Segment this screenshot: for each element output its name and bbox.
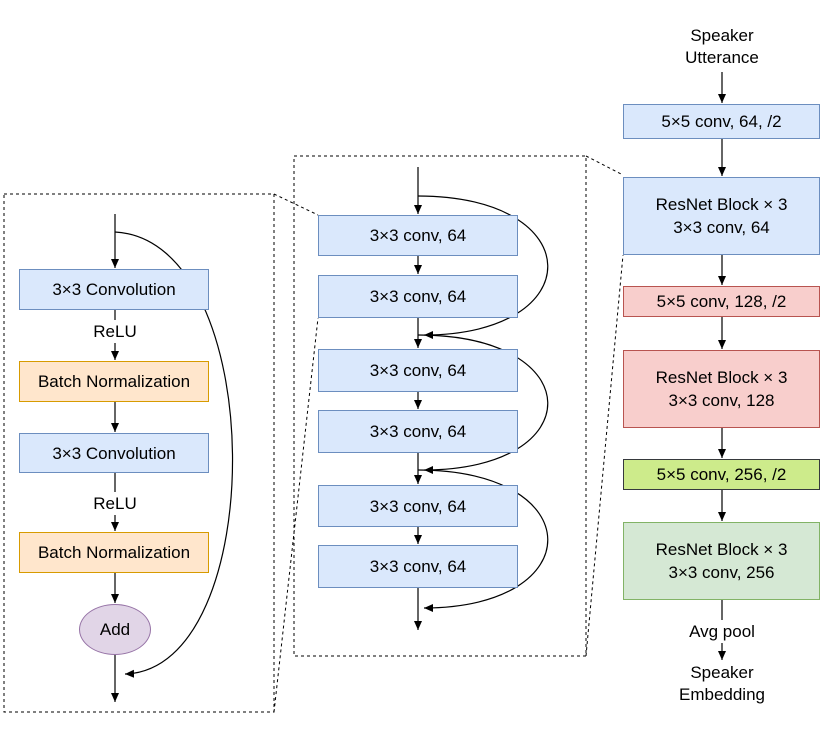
batch-norm-block-1: Batch Normalization [19, 361, 209, 402]
resnet-block-frame [293, 155, 587, 657]
stack-conv-4-label: 3×3 conv, 64 [369, 422, 467, 441]
relu-label-2: ReLU [90, 492, 140, 515]
batch-norm-block-1-label: Batch Normalization [37, 372, 191, 391]
avg-pool-label: Avg pool [686, 620, 758, 643]
stack-conv-1: 3×3 conv, 64 [318, 215, 518, 256]
stack-conv-1-label: 3×3 conv, 64 [369, 226, 467, 245]
conv-block-1-label: 3×3 Convolution [52, 280, 176, 299]
stack-conv-2: 3×3 conv, 64 [318, 275, 518, 318]
stack-conv-3-label: 3×3 conv, 64 [369, 361, 467, 380]
add-node: Add [79, 604, 151, 655]
output-label: Speaker Embedding [679, 662, 765, 706]
output-label-line1: Speaker [690, 663, 754, 682]
output-label-line2: Embedding [678, 685, 766, 704]
net-conv-1: 5×5 conv, 64, /2 [623, 104, 820, 139]
resnet-block-3-title: ResNet Block × 3 [655, 540, 788, 559]
batch-norm-block-2: Batch Normalization [19, 532, 209, 573]
stack-conv-5: 3×3 conv, 64 [318, 485, 518, 527]
add-node-label: Add [99, 620, 131, 639]
stack-conv-4: 3×3 conv, 64 [318, 410, 518, 453]
resnet-block-2: ResNet Block × 3 3×3 conv, 128 [623, 350, 820, 428]
resnet-block-1: ResNet Block × 3 3×3 conv, 64 [623, 177, 820, 255]
net-conv-2-label: 5×5 conv, 128, /2 [656, 292, 787, 311]
zoom-line-right-bottom [585, 254, 624, 657]
stack-conv-5-label: 3×3 conv, 64 [369, 496, 467, 516]
resnet-block-1-title: ResNet Block × 3 [655, 195, 788, 214]
zoom-line-left-top [273, 193, 319, 216]
zoom-line-left-bottom [273, 317, 319, 713]
resnet-block-2-detail: 3×3 conv, 128 [668, 391, 775, 410]
input-label-line2: Utterance [685, 48, 759, 67]
net-conv-2: 5×5 conv, 128, /2 [623, 286, 820, 317]
net-conv-1-label: 5×5 conv, 64, /2 [661, 112, 782, 131]
conv-block-1: 3×3 Convolution [19, 269, 209, 310]
input-label-line1: Speaker [690, 26, 754, 45]
input-label: Speaker Utterance [685, 25, 759, 69]
conv-block-2-label: 3×3 Convolution [52, 443, 176, 463]
stack-conv-2-label: 3×3 conv, 64 [369, 287, 467, 306]
resnet-block-2-title: ResNet Block × 3 [655, 368, 788, 387]
resnet-block-3-detail: 3×3 conv, 256 [668, 563, 775, 582]
resnet-block-3: ResNet Block × 3 3×3 conv, 256 [623, 522, 820, 600]
resnet-block-flow [414, 167, 549, 630]
stack-conv-6: 3×3 conv, 64 [318, 545, 518, 588]
relu-label-1: ReLU [90, 320, 140, 343]
residual-block-frame [3, 193, 275, 713]
stack-conv-3: 3×3 conv, 64 [318, 349, 518, 392]
zoom-line-right-top [585, 155, 624, 176]
conv-block-2: 3×3 Convolution [19, 433, 209, 473]
batch-norm-block-2-label: Batch Normalization [37, 543, 191, 562]
net-conv-3: 5×5 conv, 256, /2 [623, 459, 820, 490]
stack-conv-6-label: 3×3 conv, 64 [369, 557, 467, 576]
net-conv-3-label: 5×5 conv, 256, /2 [656, 465, 787, 484]
resnet-block-1-detail: 3×3 conv, 64 [673, 218, 770, 237]
